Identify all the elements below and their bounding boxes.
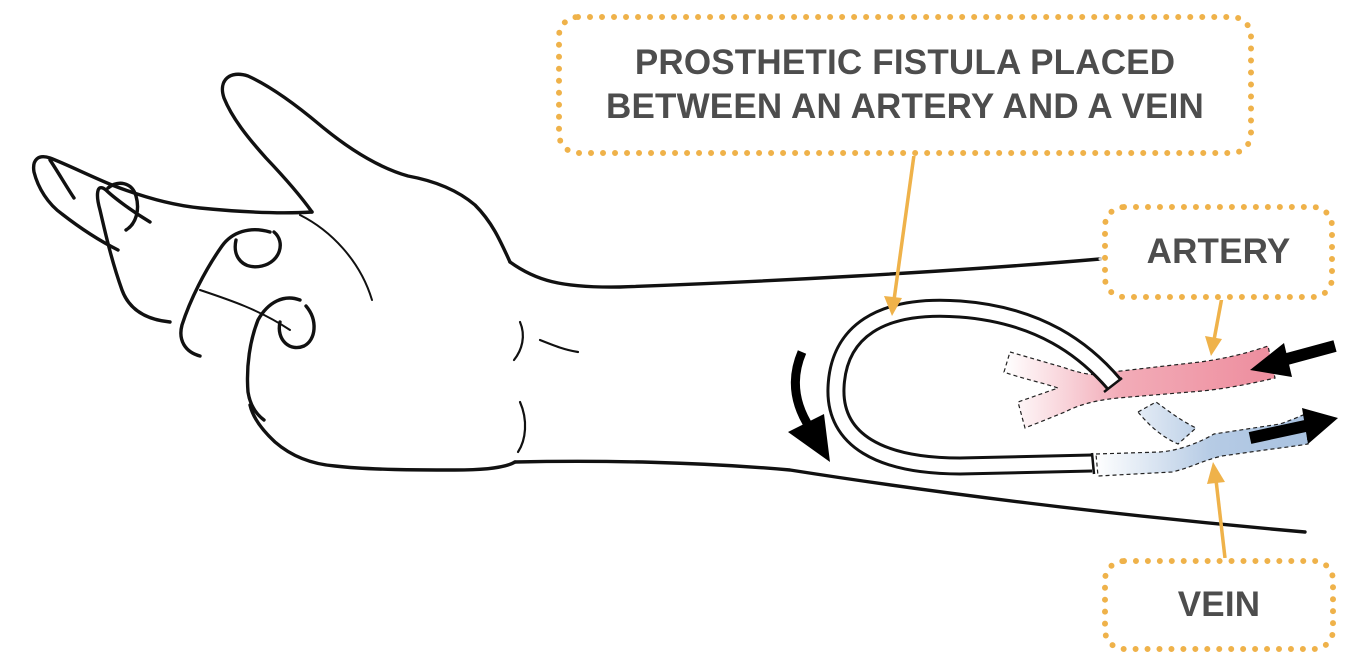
middle-finger-outline bbox=[98, 188, 170, 322]
vein bbox=[1096, 402, 1308, 476]
forearm-upper-outline bbox=[510, 259, 1100, 287]
fistula-callout: PROSTHETIC FISTULA PLACED BETWEEN AN ART… bbox=[556, 14, 1254, 156]
artery-leader-arrowhead bbox=[1205, 336, 1222, 356]
fistula-callout-line2: BETWEEN AN ARTERY AND A VEIN bbox=[606, 85, 1204, 129]
fistula-leader-line bbox=[894, 155, 914, 300]
index-finger-outline bbox=[34, 157, 312, 250]
palm-crease bbox=[300, 215, 372, 300]
palm-crease bbox=[200, 290, 290, 330]
pinky-finger-outline bbox=[247, 298, 300, 420]
palm-lower-outline bbox=[250, 405, 515, 470]
wrist-crease bbox=[540, 340, 578, 352]
graft-end-cap bbox=[1092, 453, 1094, 474]
vein-callout: VEIN bbox=[1102, 558, 1336, 652]
curved-arrow-down-icon bbox=[788, 352, 830, 462]
vein-vessel bbox=[1096, 402, 1308, 476]
ring-finger-tip bbox=[235, 232, 280, 267]
artery-callout: ARTERY bbox=[1102, 204, 1335, 300]
wrist-crease bbox=[514, 322, 523, 360]
vein-leader-line bbox=[1216, 480, 1225, 558]
vein-leader-arrowhead bbox=[1207, 462, 1225, 484]
forearm-lower-outline bbox=[515, 461, 1305, 532]
wrist-crease bbox=[518, 402, 525, 452]
artery-vessel bbox=[1004, 346, 1275, 428]
artery bbox=[1004, 346, 1275, 428]
artery-label: ARTERY bbox=[1147, 232, 1291, 272]
artery-leader-line bbox=[1214, 297, 1222, 340]
fistula-callout-line1: PROSTHETIC FISTULA PLACED bbox=[635, 41, 1175, 85]
thumb-outline bbox=[222, 74, 510, 262]
ring-finger-outline bbox=[181, 230, 270, 356]
vein-label: VEIN bbox=[1178, 585, 1261, 625]
